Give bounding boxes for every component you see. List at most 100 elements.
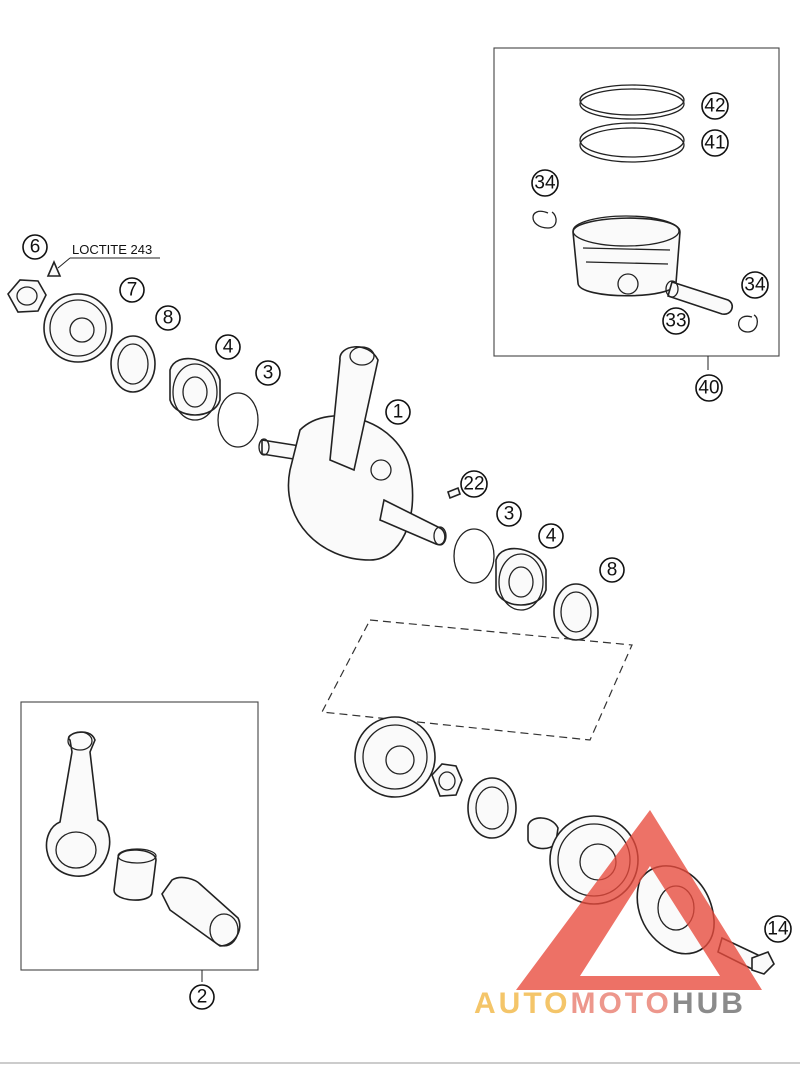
crank-counterweight-hole: [370, 459, 392, 481]
crank-shaft-right-end: [433, 526, 447, 546]
svg-text:6: 6: [30, 237, 41, 258]
svg-text:2: 2: [197, 987, 208, 1008]
crank-conrod: [329, 346, 379, 472]
nut-hexagon: [7, 279, 47, 313]
piston-pin-boss: [617, 273, 639, 295]
crankshaft: [258, 346, 447, 561]
svg-text:40: 40: [698, 378, 719, 399]
watermark-auto: AUTOMOTOHUB: [474, 987, 746, 1020]
callout-2: 2: [189, 984, 215, 1010]
bearing-bore: [182, 376, 208, 408]
svg-text:8: 8: [163, 308, 174, 329]
circlip-34-left: [532, 210, 557, 229]
crank-shaft-right: [379, 498, 446, 546]
gear-hub: [69, 317, 95, 343]
piston-ring-42: [579, 84, 685, 116]
shaft-seal-top: [110, 335, 156, 393]
piston-kit-frame: [493, 47, 780, 357]
gear-root: [49, 299, 107, 357]
circlip-34-right: [738, 314, 759, 333]
callout-22: 22: [460, 470, 488, 498]
assembly-outline: [321, 619, 633, 741]
woodruff-key: [447, 486, 461, 500]
svg-text:1: 1: [393, 402, 404, 423]
seal-inner: [117, 343, 149, 385]
crank-pin: [161, 876, 241, 947]
crank-nut: [7, 257, 160, 313]
shaft-seal-bottom: [553, 583, 599, 641]
callout-4-bottom: 4: [538, 523, 564, 549]
callout-34-left: 34: [531, 169, 559, 197]
conrod-kit-group: [20, 701, 259, 982]
lower-seal-inner: [475, 786, 509, 830]
main-bearing-top: [169, 357, 221, 421]
bearing-bottom-bore: [508, 566, 534, 598]
lower-gear-hub: [385, 745, 415, 775]
svg-text:3: 3: [504, 504, 515, 525]
callout-3-bottom: 3: [496, 501, 522, 527]
svg-text:34: 34: [534, 173, 556, 194]
conrod-small-end: [67, 731, 93, 751]
crank-shaft-left-end: [258, 438, 270, 456]
shim-bottom: [453, 528, 495, 584]
callout-7: 7: [119, 277, 145, 303]
callout-4-top: 4: [215, 334, 241, 360]
svg-text:14: 14: [767, 919, 789, 940]
piston-ring-41: [579, 122, 685, 158]
svg-text:42: 42: [704, 96, 725, 117]
callout-8-bottom: 8: [599, 557, 625, 583]
piston-kit-group: [493, 47, 780, 370]
crank-conrod-small-end: [349, 346, 375, 366]
callout-8-top: 8: [155, 305, 181, 331]
svg-text:34: 34: [744, 275, 766, 296]
callout-40: 40: [695, 374, 723, 402]
seal-bottom-inner: [560, 591, 592, 633]
callout-3-top: 3: [255, 360, 281, 386]
svg-text:22: 22: [463, 474, 484, 495]
callout-33: 33: [662, 307, 690, 335]
svg-text:3: 3: [263, 363, 274, 384]
svg-text:33: 33: [665, 311, 686, 332]
conrod-kit-frame: [20, 701, 259, 971]
svg-text:7: 7: [127, 280, 138, 301]
main-bearing-bottom: [495, 547, 547, 611]
svg-text:41: 41: [704, 133, 725, 154]
timing-gear: [43, 293, 113, 363]
piston-ring-42-edge: [579, 88, 685, 120]
nut-hole: [16, 286, 38, 306]
piston-crown: [572, 215, 680, 247]
svg-text:4: 4: [546, 526, 557, 547]
shim-top: [217, 392, 259, 448]
callout-42: 42: [701, 92, 729, 120]
loctite-label: LOCTITE 243: [72, 242, 152, 257]
bearing-bottom-face: [498, 553, 544, 611]
callout-6: 6: [22, 234, 48, 260]
rotor-bolt-head: [751, 950, 775, 975]
piston-ring-grooves: [582, 247, 671, 265]
piston-ring-41-edge: [579, 127, 685, 163]
piston: [572, 217, 681, 297]
bearing-face: [172, 363, 218, 421]
svg-text:8: 8: [607, 560, 618, 581]
lower-gear-root: [362, 724, 428, 790]
callout-34-right: 34: [741, 271, 769, 299]
svg-text:4: 4: [223, 337, 234, 358]
conrod-bearing: [113, 849, 157, 901]
gear-outer: [43, 293, 113, 363]
conrod-big-end: [55, 831, 97, 869]
automotohub-watermark: AUTOMOTOHUB: [474, 810, 762, 1020]
piston-pin-end: [665, 280, 679, 298]
conrod-bearing-top: [117, 848, 157, 864]
callout-14: 14: [764, 915, 792, 943]
callout-1: 1: [385, 399, 411, 425]
lower-gear-outer: [354, 716, 436, 798]
crank-pin-end: [209, 913, 239, 947]
lower-nut-hole: [438, 771, 456, 791]
callout-41: 41: [701, 129, 729, 157]
watermark-triangle: [516, 810, 762, 990]
loctite-leader: [57, 257, 71, 269]
loctite-drop: [46, 259, 62, 277]
lower-nut: [431, 763, 463, 797]
piston-pin-33: [667, 280, 734, 315]
